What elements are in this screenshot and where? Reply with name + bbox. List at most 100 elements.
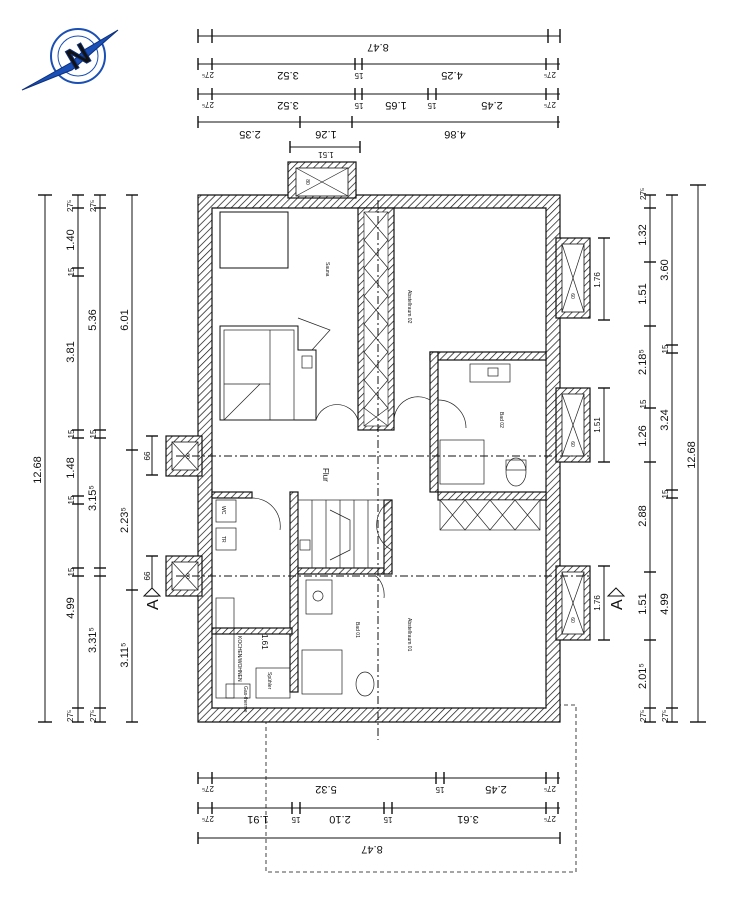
dim-left-bay-c: 66 [143, 571, 152, 580]
left-dimension-chains: 12.68 27⁵ 1.40 15 3.81 15 1.48 15 4.99 1… [32, 194, 173, 723]
dim-right-c1-c: 1.51 [637, 283, 649, 304]
dim-bottom-r1-d: 2.45 [485, 783, 506, 795]
window-tag-right-2: 60 [569, 441, 575, 447]
dim-top-r2-g: 27⁵ [544, 100, 556, 109]
dim-bottom-r1-b: 5.32 [315, 783, 336, 795]
axis-lines [176, 200, 590, 740]
dim-left-c1-c: 15 [67, 267, 76, 276]
room-label-abstellraum-02: Abstellraum 02 [406, 290, 412, 324]
dim-top-r3-a: 2.35 [239, 128, 260, 140]
dim-left-c1-g: 15 [67, 495, 76, 504]
window-tags: 60 60 60 60 60 80 [184, 179, 575, 623]
dim-bottom-r2-b: 1.91 [247, 813, 268, 825]
dim-right-c1-f: 1.26 [637, 425, 649, 446]
room-label-abstellraum-01: Abstellraum 01 [406, 618, 412, 652]
dim-right-c2-f: 27⁵ [661, 710, 670, 722]
dim-left-c1-b: 1.40 [65, 229, 77, 250]
dim-bottom-overall: 8.47 [361, 843, 382, 855]
room-labels: Sauna Abstellraum 02 Bad 02 Flur Bad 01 … [220, 262, 504, 713]
dim-top-r1-a: 27⁵ [202, 70, 214, 79]
dim-top-r2-d: 1.65 [385, 99, 406, 111]
dim-left-c1-e: 15 [67, 429, 76, 438]
window-tag-left-2: 60 [184, 573, 190, 579]
dim-left-c1-h: 4.99 [65, 597, 77, 618]
window-tag-left-1: 60 [184, 453, 190, 459]
dim-right-bay-b: 1.51 [593, 417, 602, 433]
staircase [297, 499, 385, 569]
dim-left-c1-a: 27⁵ [66, 200, 75, 212]
dim-bottom-r2-a: 27⁵ [202, 814, 214, 823]
dim-left-c2-a: 27⁵ [89, 200, 98, 212]
dim-top-r2-b: 3.52 [277, 99, 298, 111]
dim-right-c2-b: 15 [661, 344, 670, 353]
dim-right-c1-a: 27⁵ [639, 188, 648, 200]
dim-top-r1-d: 4.25 [441, 69, 462, 81]
top-dimension-chains: 8.47 27⁵ 3.52 15 4.25 27⁵ 27⁵ 3.52 15 1.… [197, 29, 561, 159]
north-arrow-icon: N [21, 28, 119, 91]
dim-right-c1-e: 15 [639, 399, 648, 408]
dim-right-c2-c: 3.24 [659, 409, 671, 430]
dim-right-c2-a: 3.60 [659, 259, 671, 280]
bottom-dimension-chains: 27⁵ 5.32 15 2.45 27⁵ 27⁵ 1.91 15 2.10 15… [197, 704, 577, 873]
dim-right-c1-b: 1.32 [637, 224, 649, 245]
dim-left-c2-e: 3.31⁵ [87, 627, 99, 653]
dim-left-c1-d: 3.81 [65, 341, 77, 362]
section-markers: A A [142, 587, 626, 610]
room-label-gastherme: Gas-therme [242, 686, 248, 713]
dim-right-c2-d: 15 [661, 489, 670, 498]
dim-left-c1-f: 1.48 [65, 457, 77, 478]
dim-left-bay-a: 66 [143, 451, 152, 460]
dim-right-c1-j: 27⁵ [639, 710, 648, 722]
dim-bottom-r2-f: 3.61 [457, 813, 478, 825]
dim-left-c1-j: 27⁵ [66, 710, 75, 722]
dim-right-c1-d: 2.18⁵ [637, 349, 649, 375]
dim-bottom-r1-e: 27⁵ [544, 784, 556, 793]
dim-top-r2-f: 2.45 [481, 99, 502, 111]
dim-left-overall: 12.68 [32, 456, 44, 484]
dim-top-bay: 1.51 [318, 150, 334, 159]
window-tag-top: 80 [304, 179, 310, 185]
dim-top-r3-b: 1.26 [315, 128, 336, 140]
dim-right-bay-a: 1.76 [593, 272, 602, 288]
dim-left-c1-i: 15 [67, 567, 76, 576]
room-dim-kochen: 1.61 [260, 634, 269, 650]
section-marker-right: A [609, 599, 626, 610]
dim-bottom-r2-d: 2.10 [329, 813, 350, 825]
dim-left-c2-f: 27⁵ [89, 710, 98, 722]
dim-right-c2-e: 4.99 [659, 593, 671, 614]
room-label-bad-02: Bad 02 [498, 412, 504, 428]
window-tag-right-3: 60 [569, 617, 575, 623]
dim-left-c3-b: 2.23⁵ [119, 507, 131, 533]
dim-bottom-r1-a: 27⁵ [202, 784, 214, 793]
dim-top-r3-c: 4.86 [444, 128, 465, 140]
dim-top-r1-e: 27⁵ [544, 70, 556, 79]
right-dimension-chains: 27⁵ 1.32 1.51 2.18⁵ 15 1.26 2.88 1.51 2.… [593, 184, 706, 723]
fixtures [215, 211, 527, 699]
section-marker-left: A [145, 599, 162, 610]
dim-bottom-r2-e: 15 [383, 815, 392, 824]
dim-bottom-r2-c: 15 [291, 815, 300, 824]
dim-top-r2-a: 27⁵ [202, 100, 214, 109]
dim-top-overall: 8.47 [367, 41, 388, 53]
dim-left-c2-b: 5.36 [87, 309, 99, 330]
room-label-wc: WC [220, 506, 226, 515]
dim-right-overall: 12.68 [686, 441, 698, 469]
dim-right-c1-h: 1.51 [637, 593, 649, 614]
dim-left-c3-c: 3.11⁵ [119, 642, 131, 667]
dim-left-c3-a: 6.01 [119, 309, 131, 330]
dim-bottom-r2-g: 27⁵ [544, 814, 556, 823]
dim-bottom-r1-c: 15 [435, 785, 444, 794]
dim-top-r1-b: 3.52 [277, 69, 298, 81]
room-label-kochen-wohnen: KOCHEN/WOHNEN [236, 636, 242, 682]
dim-top-r1-c: 15 [354, 71, 363, 80]
room-label-bad-01: Bad 01 [354, 622, 360, 638]
room-label-tr: TR [220, 536, 226, 543]
dim-left-c2-c: 15 [89, 429, 98, 438]
dim-left-c2-d: 3.15⁵ [87, 485, 99, 511]
dim-right-c1-g: 2.88 [637, 505, 649, 526]
dim-right-bay-c: 1.76 [593, 595, 602, 611]
dim-top-r2-c: 15 [354, 101, 363, 110]
window-tag-right-1: 60 [569, 293, 575, 299]
dim-right-c1-i: 2.01⁵ [637, 663, 649, 689]
